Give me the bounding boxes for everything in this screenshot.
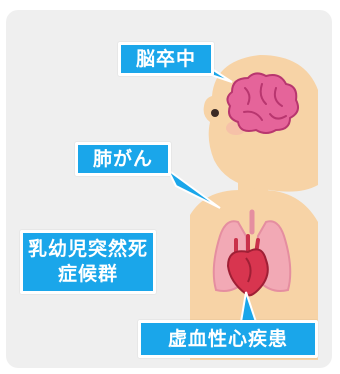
heart-icon <box>226 234 269 297</box>
brain-icon <box>226 72 299 134</box>
sids-label-line2: 症候群 <box>57 263 118 285</box>
heart-disease-label: 虚血性心疾患 <box>138 320 318 358</box>
sids-label-line1: 乳幼児突然死 <box>27 238 148 261</box>
stroke-label: 脳卒中 <box>118 42 214 76</box>
sids-label: 乳幼児突然死 症候群 <box>20 230 156 294</box>
eye-dot <box>211 109 219 117</box>
lung-label-pointer <box>167 169 221 209</box>
lung-cancer-label: 肺がん <box>75 142 171 176</box>
